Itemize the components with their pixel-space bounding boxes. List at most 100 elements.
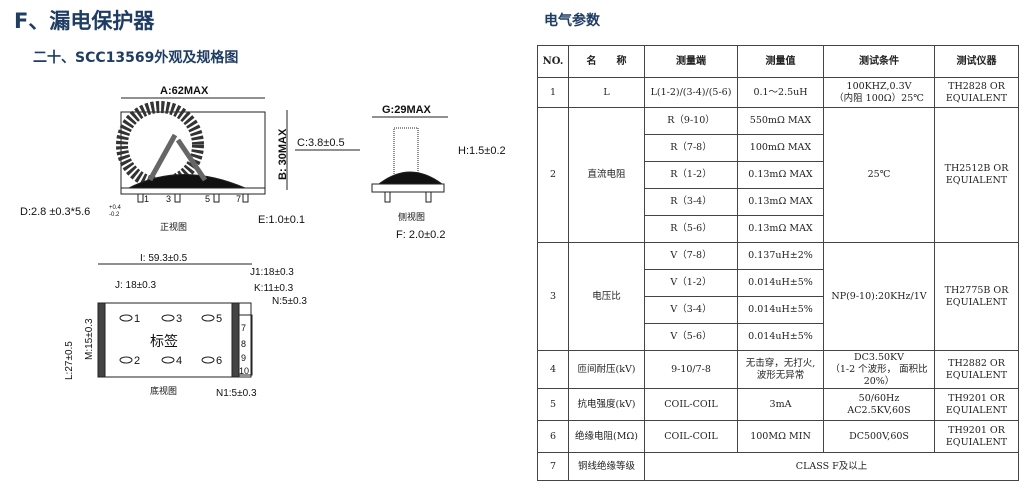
table-row: R（7-8）100mΩ MAX	[538, 134, 1019, 162]
table-row: V（3-4）0.014uH±5%	[538, 296, 1019, 324]
cell: 无击穿，无打火,波形无异常	[737, 350, 824, 389]
cell: 4	[537, 350, 569, 389]
cell-line: 100KHZ,0.3V	[846, 80, 912, 92]
col-name: 名 称	[568, 45, 645, 78]
svg-text:9: 9	[241, 353, 246, 363]
cell: 0.13mΩ MAX	[737, 161, 824, 189]
svg-text:侧视图: 侧视图	[398, 211, 425, 222]
svg-text:2: 2	[134, 355, 140, 367]
svg-text:1: 1	[134, 313, 140, 325]
table-title: 电气参数	[544, 13, 600, 29]
svg-text:F: 2.0±0.2: F: 2.0±0.2	[396, 229, 445, 241]
page-title: F、漏电保护器	[14, 9, 155, 33]
table-header-row: NO. 名 称 测量端 测量值 测试条件 测试仪器	[537, 45, 1019, 78]
col-condition: 测试条件	[823, 45, 935, 78]
cell-line: EQUIALENT	[945, 369, 1008, 381]
svg-text:6: 6	[216, 355, 222, 367]
col-port: 测量端	[644, 45, 738, 78]
cell-line: 20%）	[863, 375, 895, 387]
svg-text:L:27±0.5: L:27±0.5	[64, 341, 75, 380]
cell-line: DC3.50KV	[854, 351, 904, 363]
cell: COIL-COIL	[644, 420, 738, 453]
svg-text:3: 3	[166, 194, 171, 204]
cell-line: TH9201 OR	[948, 392, 1005, 404]
cell-line: EQUIALENT	[945, 404, 1008, 416]
cell: 100KHZ,0.3V（内阻 100Ω）25℃	[823, 77, 935, 108]
table-row: V（5-6）0.014uH±5%	[538, 323, 1019, 351]
svg-text:7: 7	[236, 194, 241, 204]
cell: 0.014uH±5%	[737, 296, 824, 324]
cell: 1	[537, 77, 569, 108]
cell: 0.13mΩ MAX	[737, 215, 824, 243]
col-no: NO.	[537, 45, 569, 78]
cell: 0.137uH±2%	[737, 242, 824, 270]
svg-text:I: 59.3±0.5: I: 59.3±0.5	[140, 253, 188, 264]
svg-text:M:15±0.3: M:15±0.3	[84, 318, 95, 360]
cell-line: EQUIALENT	[945, 92, 1008, 104]
cell: 25℃	[823, 107, 935, 243]
svg-text:标签: 标签	[150, 333, 178, 349]
svg-text:N1:5±0.3: N1:5±0.3	[216, 388, 257, 399]
cell: V（3-4）	[644, 296, 738, 324]
cell: 3mA	[737, 388, 824, 421]
svg-text:8: 8	[241, 339, 246, 349]
cell: V（1-2）	[644, 269, 738, 297]
svg-text:7: 7	[241, 323, 246, 333]
col-instrument: 测试仪器	[934, 45, 1019, 78]
cell: 铜线绝缘等级	[568, 452, 645, 481]
cell-line: TH2775B OR	[944, 284, 1009, 296]
cell: 0.014uH±5%	[737, 269, 824, 297]
svg-text:B: 30MAX: B: 30MAX	[277, 128, 289, 180]
cell: 2	[537, 107, 569, 243]
cell: R（5-6）	[644, 215, 738, 243]
svg-text:5: 5	[216, 313, 222, 325]
col-value: 测量值	[737, 45, 824, 78]
cell: COIL-COIL	[644, 388, 738, 421]
side-view: G:29MAX H:1.5±0.2 侧视图 F: 2.0±0.2	[371, 104, 506, 241]
cell: 100mΩ MAX	[737, 134, 824, 162]
cell: R（1-2）	[644, 161, 738, 189]
bottom-view: I: 59.3±0.5 J: 18±0.3 J1:18±0.3 K:11±0.3…	[64, 253, 307, 399]
svg-text:10: 10	[239, 366, 249, 376]
cell: 9-10/7-8	[644, 350, 738, 389]
cell: R（9-10）	[644, 107, 738, 135]
cell: 绝缘电阻(MΩ)	[568, 420, 645, 453]
cell: CLASS F及以上	[644, 452, 1019, 481]
svg-text:正视图: 正视图	[160, 221, 187, 232]
svg-text:+0.4: +0.4	[109, 205, 122, 211]
svg-text:H:1.5±0.2: H:1.5±0.2	[458, 145, 506, 157]
svg-text:J: 18±0.3: J: 18±0.3	[115, 280, 157, 291]
cell: R（3-4）	[644, 188, 738, 216]
cell: 550mΩ MAX	[737, 107, 824, 135]
svg-text:C:3.8±0.5: C:3.8±0.5	[297, 137, 345, 149]
cell: L	[568, 77, 645, 108]
svg-text:4: 4	[176, 355, 182, 367]
toroid-coil-icon	[116, 101, 204, 189]
cell: 直流电阻	[568, 107, 645, 243]
cell: V（5-6）	[644, 323, 738, 351]
cell: NP(9-10):20KHz/1V	[823, 242, 935, 351]
svg-text:G:29MAX: G:29MAX	[382, 104, 432, 116]
cell: L(1-2)/(3-4)/(5-6)	[644, 77, 738, 108]
cell: 0.014uH±5%	[737, 323, 824, 351]
table-row: V（1-2）0.014uH±5%	[538, 269, 1019, 297]
svg-text:1: 1	[144, 194, 149, 204]
cell: 匝间耐压(kV)	[568, 350, 645, 389]
cell-line: （1-2 个波形， 面积比	[830, 363, 928, 375]
cell: 0.13mΩ MAX	[737, 188, 824, 216]
cell-line: 无击穿，无打火,	[745, 357, 816, 369]
svg-text:A:62MAX: A:62MAX	[160, 85, 209, 97]
